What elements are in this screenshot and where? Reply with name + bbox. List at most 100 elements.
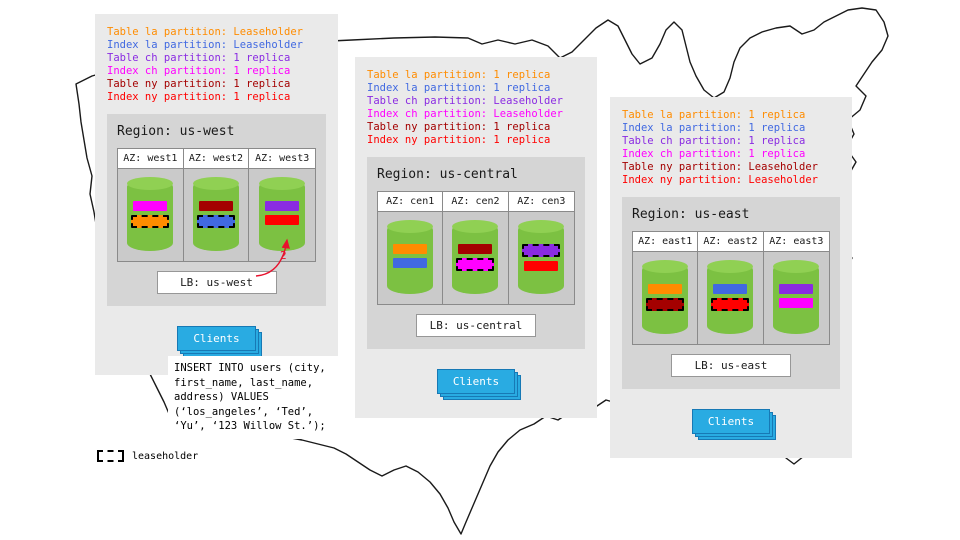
database-node-cylinder [387, 220, 434, 294]
legend-line: Index ch partition: Leaseholder [367, 108, 563, 120]
load-balancer-box: LB: us-east [671, 354, 791, 377]
az-node-cell [118, 169, 184, 261]
partition-bar-leaseholder [646, 298, 685, 311]
az-label: AZ: cen1 [378, 192, 444, 212]
region-title: Region: us-east [632, 207, 750, 222]
legend-line: Index ch partition: 1 replica [107, 65, 291, 77]
database-node-cylinder [773, 260, 820, 334]
leaseholder-key-label: leaseholder [132, 450, 199, 462]
clients-box: Clients [691, 409, 771, 434]
partition-bar-leaseholder [522, 244, 561, 257]
database-node-cylinder [707, 260, 754, 334]
legend-line: Table ch partition: 1 replica [622, 135, 806, 147]
partition-bars [131, 201, 170, 228]
database-node-cylinder [642, 260, 689, 334]
legend-line: Index ny partition: 1 replica [367, 134, 551, 146]
legend-line: Index ny partition: Leaseholder [622, 174, 818, 186]
sql-statement: INSERT INTO users (city, first_name, las… [168, 356, 346, 439]
legend-line: Index la partition: 1 replica [622, 122, 806, 134]
legend-line: Index ch partition: 1 replica [622, 148, 806, 160]
database-node-cylinder [127, 177, 174, 251]
legend-line: Table ny partition: Leaseholder [622, 161, 818, 173]
legend-line: Table ch partition: Leaseholder [367, 95, 563, 107]
partition-bar-replica [133, 201, 168, 211]
az-label: AZ: west3 [249, 149, 315, 169]
az-node-cell [764, 252, 829, 344]
database-node-cylinder [192, 177, 239, 251]
clients-box: Clients [177, 326, 256, 351]
clients-wrap: Clients [355, 369, 597, 394]
region-title: Region: us-west [117, 124, 235, 139]
clients-wrap: Clients [95, 326, 338, 351]
az-label: AZ: west2 [183, 149, 250, 169]
legend-line: Table la partition: Leaseholder [107, 26, 303, 38]
load-balancer-box: LB: us-west [156, 271, 277, 294]
partition-bars [393, 244, 428, 268]
partition-bar-replica [198, 201, 233, 211]
legend-line: Table la partition: 1 replica [367, 69, 551, 81]
partition-bar-leaseholder [456, 258, 495, 271]
az-label: AZ: east2 [698, 232, 764, 252]
legend-line: Index la partition: Leaseholder [107, 39, 303, 51]
legend-line: Table ny partition: 1 replica [107, 78, 291, 90]
az-label: AZ: east3 [763, 232, 829, 252]
partition-bar-leaseholder [131, 215, 170, 228]
az-node-cell [698, 252, 764, 344]
leaseholder-key: leaseholder [94, 448, 202, 464]
az-node-cell [633, 252, 699, 344]
partition-bars [646, 284, 685, 311]
legend-line: Index la partition: 1 replica [367, 82, 551, 94]
az-node-cell [443, 212, 509, 304]
az-label: AZ: east1 [633, 232, 699, 252]
az-node-cell [378, 212, 444, 304]
az-label: AZ: cen2 [443, 192, 509, 212]
partition-bars [779, 284, 814, 308]
partition-bar-replica [458, 244, 493, 254]
clients-wrap: Clients [610, 409, 852, 434]
partition-bar-replica [393, 244, 428, 254]
partition-bars [711, 284, 750, 311]
leaseholder-key-icon [97, 450, 124, 462]
partition-bars [196, 201, 235, 228]
partition-bars [265, 201, 300, 225]
database-node-cylinder [518, 220, 565, 294]
az-node-cell [509, 212, 574, 304]
legend-line: Index ny partition: 1 replica [107, 91, 291, 103]
load-balancer-box: LB: us-central [416, 314, 536, 337]
partition-bar-replica [524, 261, 559, 271]
legend-line: Table la partition: 1 replica [622, 109, 806, 121]
partition-bar-replica [265, 215, 300, 225]
partition-bar-leaseholder [196, 215, 235, 228]
partition-bars [456, 244, 495, 271]
partition-bar-replica [779, 284, 814, 294]
partition-bar-replica [713, 284, 748, 294]
legend-line: Table ch partition: 1 replica [107, 52, 291, 64]
region-title: Region: us-central [377, 167, 518, 182]
partition-bars [522, 244, 561, 271]
clients-box: Clients [436, 369, 516, 394]
partition-bar-replica [648, 284, 683, 294]
database-node-cylinder [452, 220, 499, 294]
partition-bar-replica [779, 298, 814, 308]
az-label: AZ: cen3 [508, 192, 574, 212]
az-node-cell [184, 169, 250, 261]
legend-line: Table ny partition: 1 replica [367, 121, 551, 133]
partition-bar-leaseholder [711, 298, 750, 311]
database-node-cylinder [259, 177, 306, 251]
az-node-cell [249, 169, 315, 261]
partition-bar-replica [265, 201, 300, 211]
partition-bar-replica [393, 258, 428, 268]
